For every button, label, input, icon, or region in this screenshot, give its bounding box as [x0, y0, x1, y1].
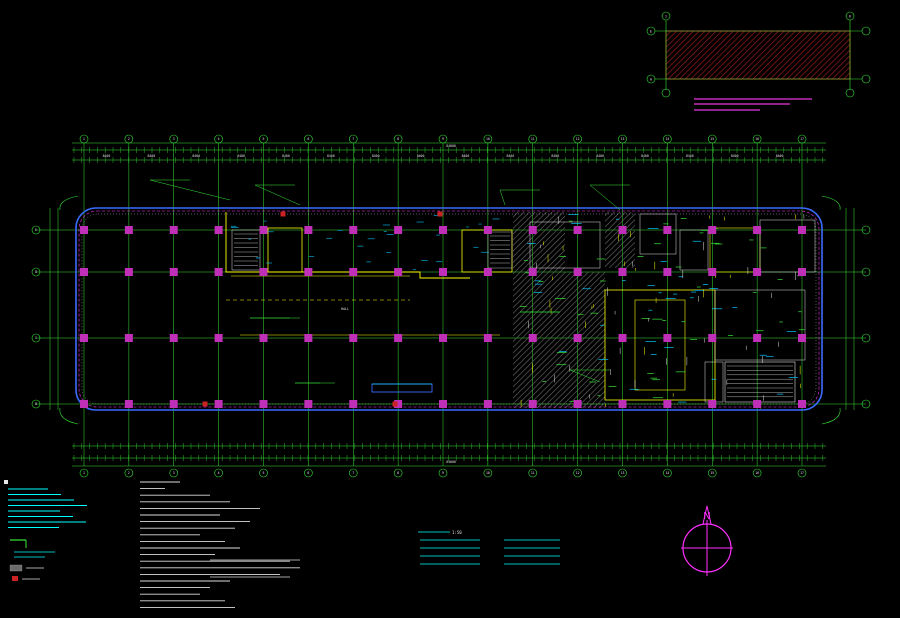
axis-label-bottom: 9: [442, 471, 444, 475]
bay-dimension: 8400: [237, 154, 245, 158]
bay-dimension: 8400: [641, 154, 649, 158]
axis-label-top: 9: [442, 137, 444, 141]
axis-label-bottom: 11: [531, 471, 535, 475]
bay-dimension: 8400: [147, 154, 155, 158]
axis-label-bottom: 4: [218, 471, 220, 475]
scale-label: 1:50: [452, 530, 462, 535]
bay-dimension: 8400: [506, 154, 514, 158]
axis-label-top: 1: [83, 137, 85, 141]
axis-label-top: 10: [486, 137, 490, 141]
key-plan-axis-e: E: [650, 29, 652, 33]
axis-label-bottom: 1: [83, 471, 85, 475]
axis-label-top: 12: [576, 137, 580, 141]
axis-label-left: C: [35, 336, 37, 340]
axis-label-top: 4: [218, 137, 220, 141]
bay-dimension: 8400: [462, 154, 470, 158]
axis-label-top: 8: [397, 137, 399, 141]
axis-label-top: 17: [800, 137, 804, 141]
axis-label-bottom: 15: [710, 471, 714, 475]
axis-label-top: 11: [531, 137, 535, 141]
bay-dimension: 8400: [417, 154, 425, 158]
general-notes: [4, 480, 300, 608]
north-label: N: [703, 511, 710, 522]
axis-label-bottom: 7: [352, 471, 354, 475]
axis-label-top: 2: [128, 137, 130, 141]
overall-dimension-top: 84000: [446, 144, 456, 148]
bay-dimension: 8400: [192, 154, 200, 158]
axis-label-top: 13: [621, 137, 625, 141]
key-plan: 1 6 A E: [646, 11, 871, 111]
axis-label-bottom: 3: [173, 471, 175, 475]
bay-dimension: 8400: [372, 154, 380, 158]
axis-label-left: B: [35, 402, 37, 406]
axis-label-bottom: 17: [800, 471, 804, 475]
bay-dimension: 8400: [731, 154, 739, 158]
bay-dimension: 8400: [103, 154, 111, 158]
bay-dimension: 8400: [596, 154, 604, 158]
main-floor-plan: 1184002284003384004484005584006684007784…: [31, 134, 871, 478]
axis-label-top: 7: [352, 137, 354, 141]
axis-label-left: D: [35, 270, 37, 274]
bay-dimension: 8400: [282, 154, 290, 158]
axis-label-top: 15: [710, 137, 714, 141]
key-plan-axis-6: 6: [849, 14, 851, 18]
north-arrow: N: [681, 505, 733, 576]
central-room-label: HALL: [341, 307, 349, 311]
overall-dimension-bottom: 84000: [446, 460, 456, 464]
axis-label-bottom: 12: [576, 471, 580, 475]
axis-label-bottom: 10: [486, 471, 490, 475]
bay-dimension: 8400: [327, 154, 335, 158]
axis-label-top: 14: [665, 137, 669, 141]
axis-label-top: 5: [263, 137, 265, 141]
axis-label-bottom: 14: [665, 471, 669, 475]
axis-label-top: 3: [173, 137, 175, 141]
axis-label-top: 16: [755, 137, 759, 141]
key-plan-axis-a: A: [650, 77, 652, 81]
axis-label-top: 6: [307, 137, 309, 141]
axis-label-bottom: 8: [397, 471, 399, 475]
axis-label-bottom: 16: [755, 471, 759, 475]
bay-dimension: 8400: [776, 154, 784, 158]
axis-label-bottom: 13: [621, 471, 625, 475]
key-plan-axis-1: 1: [665, 14, 667, 18]
bay-dimension: 8400: [551, 154, 559, 158]
area-table: 1:50: [418, 530, 560, 565]
axis-label-bottom: 6: [307, 471, 309, 475]
axis-label-bottom: 5: [263, 471, 265, 475]
axis-label-left: E: [35, 228, 37, 232]
bay-dimension: 8400: [686, 154, 694, 158]
axis-label-bottom: 2: [128, 471, 130, 475]
